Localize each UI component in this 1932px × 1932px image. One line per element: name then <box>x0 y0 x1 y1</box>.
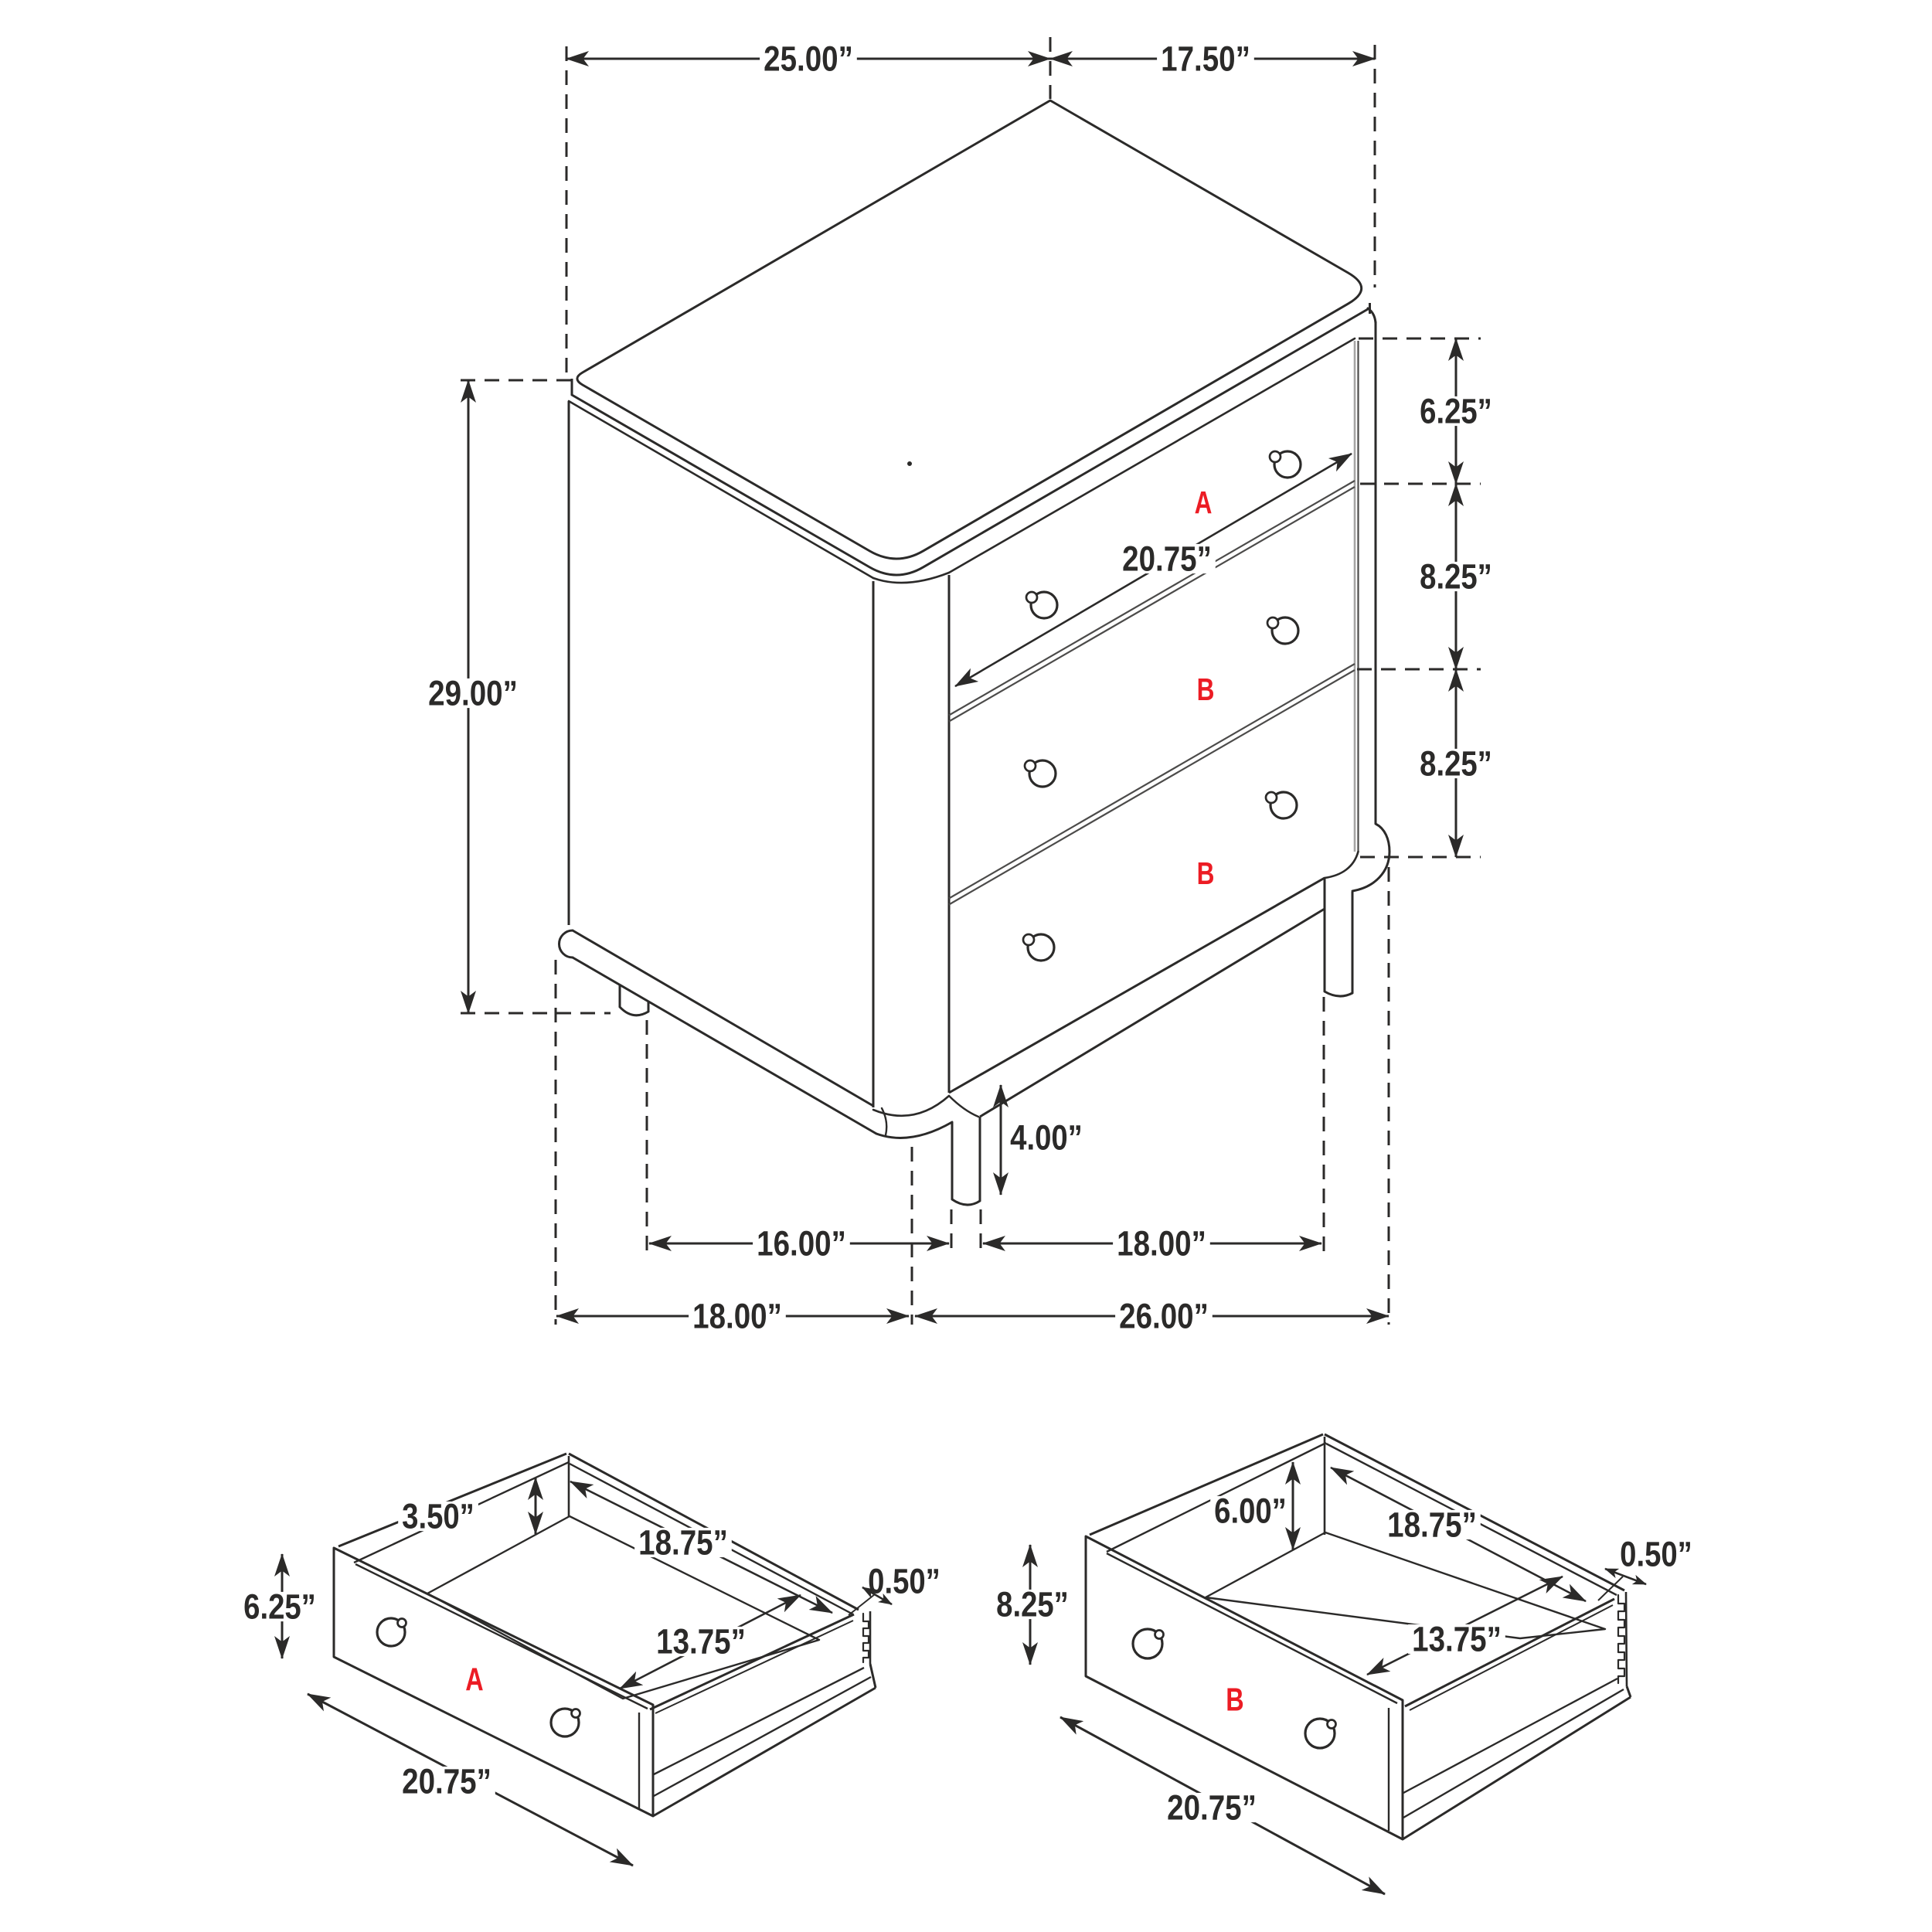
svg-text:8.25”: 8.25” <box>996 1585 1069 1624</box>
svg-text:18.75”: 18.75” <box>638 1523 728 1563</box>
svg-text:18.00”: 18.00” <box>1117 1224 1206 1264</box>
svg-text:8.25”: 8.25” <box>1420 744 1492 784</box>
svg-text:17.50”: 17.50” <box>1161 39 1250 79</box>
svg-text:29.00”: 29.00” <box>428 674 518 713</box>
svg-text:13.75”: 13.75” <box>656 1622 746 1662</box>
svg-text:20.75”: 20.75” <box>1167 1788 1257 1828</box>
svg-text:6.25”: 6.25” <box>243 1587 316 1627</box>
svg-text:26.00”: 26.00” <box>1119 1297 1209 1336</box>
svg-text:25.00”: 25.00” <box>764 39 853 79</box>
svg-text:6.25”: 6.25” <box>1420 392 1492 431</box>
svg-text:B: B <box>1226 1682 1243 1718</box>
svg-text:B: B <box>1197 672 1215 707</box>
svg-text:18.75”: 18.75” <box>1387 1505 1477 1545</box>
svg-text:20.75”: 20.75” <box>402 1762 492 1801</box>
svg-text:20.75”: 20.75” <box>1122 539 1212 579</box>
svg-text:8.25”: 8.25” <box>1420 557 1492 597</box>
svg-text:16.00”: 16.00” <box>757 1224 846 1264</box>
svg-text:13.75”: 13.75” <box>1412 1620 1502 1659</box>
svg-text:18.00”: 18.00” <box>692 1297 782 1336</box>
svg-text:A: A <box>465 1662 483 1698</box>
svg-text:6.00”: 6.00” <box>1214 1492 1287 1531</box>
svg-text:B: B <box>1197 855 1215 891</box>
svg-text:0.50”: 0.50” <box>1620 1535 1692 1574</box>
svg-text:A: A <box>1195 485 1213 520</box>
svg-text:4.00”: 4.00” <box>1010 1118 1083 1158</box>
svg-text:3.50”: 3.50” <box>402 1497 474 1536</box>
svg-text:0.50”: 0.50” <box>868 1562 940 1601</box>
